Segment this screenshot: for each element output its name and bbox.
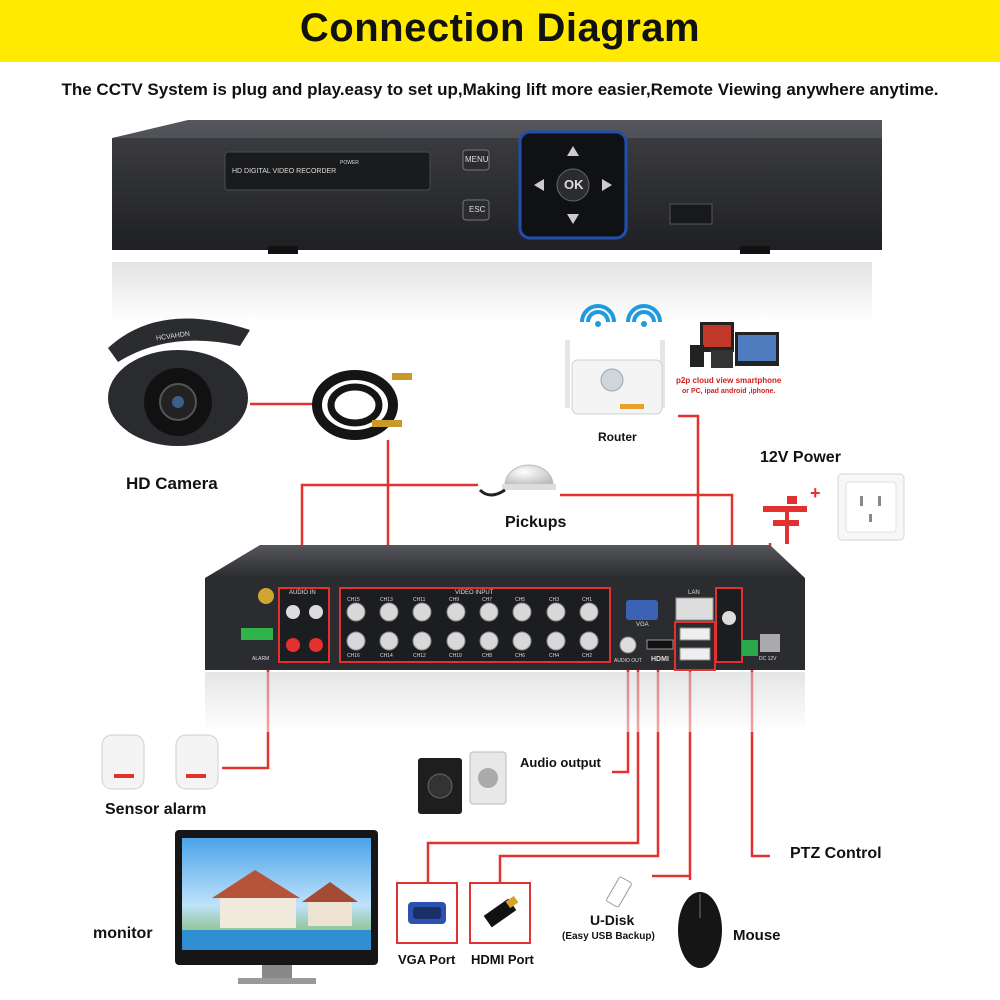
channel-label: CH9 <box>449 597 460 603</box>
mouse-label: Mouse <box>733 927 781 944</box>
channel-label: CH11 <box>413 597 426 603</box>
channel-label: CH5 <box>515 597 526 603</box>
usb-drive-icon <box>606 876 632 908</box>
channel-label: CH13 <box>380 597 393 603</box>
udisk-label: U-Disk <box>590 912 635 928</box>
viewing-devices-icon <box>690 322 779 368</box>
lan-label: LAN <box>688 590 700 596</box>
channel-label: CH14 <box>380 653 393 659</box>
title-banner <box>0 0 1000 62</box>
hdmi-port-label: HDMI Port <box>471 952 534 967</box>
camera-label: HD Camera <box>126 474 218 493</box>
ptz-control-label: PTZ Control <box>790 845 882 862</box>
vga-port-frame <box>396 882 458 944</box>
cable-coil-icon <box>312 370 412 440</box>
alarm-label: ALARM <box>252 656 270 662</box>
power-icon <box>763 496 807 544</box>
wall-socket-icon <box>837 473 905 541</box>
video-input-label: VIDEO INPUT <box>455 590 494 596</box>
monitor-icon <box>175 830 378 984</box>
p2p-cloud-label: p2p cloud <box>676 376 714 385</box>
mouse-icon <box>678 892 722 968</box>
pickup-mic-icon <box>478 464 556 497</box>
audio-in-label: AUDIO IN <box>289 590 316 596</box>
channel-label: CH1 <box>582 597 593 603</box>
diagram-title: Connection Diagram <box>299 6 701 50</box>
vga-port-label: VGA Port <box>398 952 456 967</box>
router-icon <box>565 304 665 415</box>
dc-label: DC 12V <box>759 656 777 662</box>
camera-icon <box>108 318 250 446</box>
viewing-devices-label: or PC, ipad android ,iphone. <box>682 388 776 395</box>
nvr-back <box>205 545 805 732</box>
audio-output-label: Audio output <box>520 755 601 770</box>
audio-out-label: AUDIO OUT <box>614 658 642 664</box>
view-smartphone-label: view smartphone <box>716 376 782 385</box>
channel-label: CH6 <box>515 653 526 659</box>
router-label: Router <box>598 430 637 444</box>
udisk-sublabel: (Easy USB Backup) <box>562 931 655 942</box>
ok-button-label: OK <box>564 177 584 192</box>
channel-label: CH10 <box>449 653 462 659</box>
channel-label: CH7 <box>482 597 493 603</box>
vga-connector-icon <box>408 902 446 924</box>
vga-label: VGA <box>636 622 649 628</box>
channel-label: CH16 <box>347 653 360 659</box>
hdmi-connector-icon <box>483 895 519 928</box>
diagram-subtitle: The CCTV System is plug and play.easy to… <box>61 80 939 99</box>
channel-label: CH3 <box>549 597 560 603</box>
menu-button-label: MENU <box>465 155 489 164</box>
nvr-panel-label: HD DIGITAL VIDEO RECORDER <box>232 168 337 175</box>
channel-label: CH12 <box>413 653 426 659</box>
wiring <box>222 402 772 883</box>
speakers-icon <box>418 751 507 814</box>
nvr-front <box>112 120 882 322</box>
channel-label: CH2 <box>582 653 593 659</box>
hdmi-port-frame <box>469 882 531 944</box>
monitor-label: monitor <box>93 925 153 942</box>
hdmi-label: HDMI <box>651 656 669 663</box>
sensor-alarm-label: Sensor alarm <box>105 801 207 818</box>
channel-label: CH4 <box>549 653 560 659</box>
power-plus: + <box>810 483 821 503</box>
channel-label: CH15 <box>347 597 360 603</box>
esc-button-label: ESC <box>469 205 486 214</box>
power-label: 12V Power <box>760 449 841 466</box>
channel-label: CH8 <box>482 653 493 659</box>
nvr-power-label: POWER <box>340 160 359 166</box>
sensor-alarm-icon <box>101 734 219 790</box>
pickups-label: Pickups <box>505 514 567 531</box>
